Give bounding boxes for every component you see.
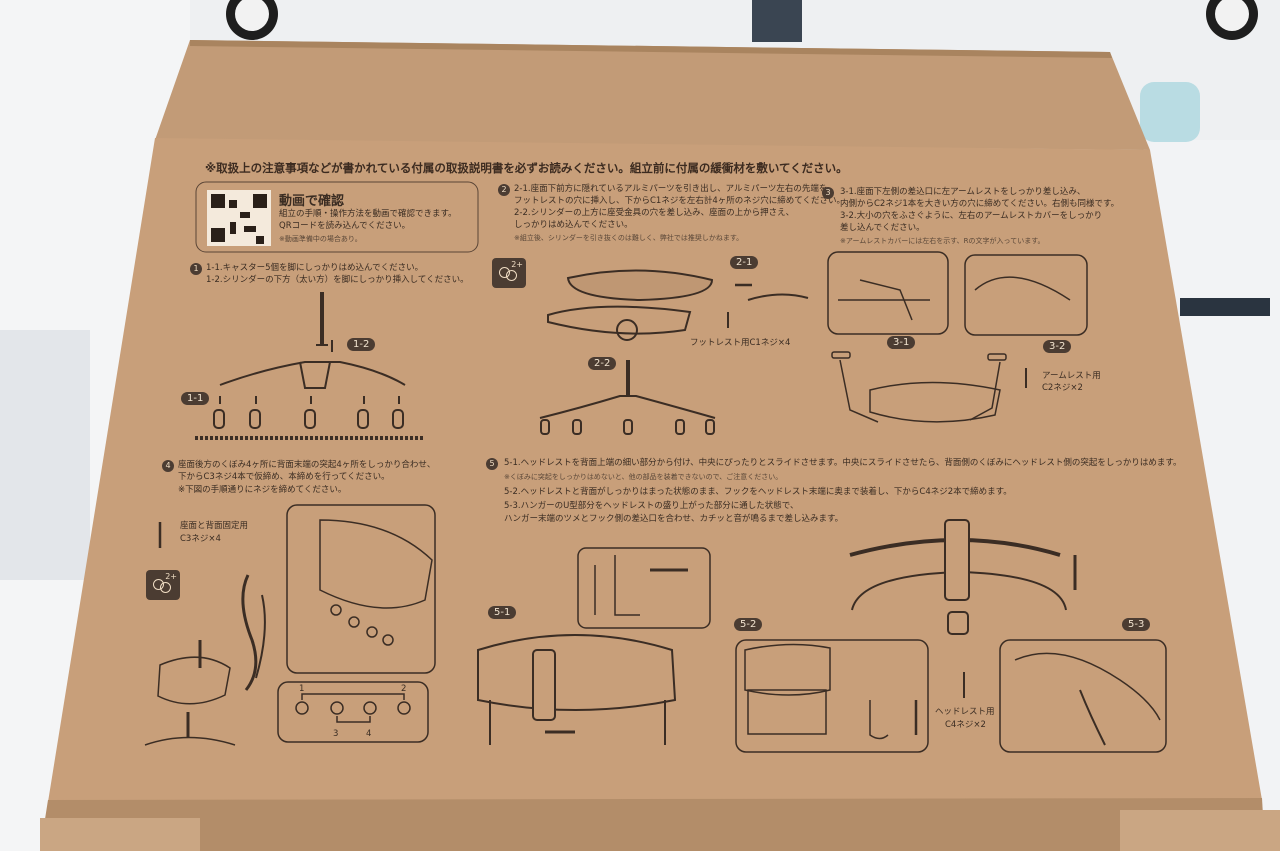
step5-line1: 5-1.ヘッドレストを背面上端の細い部分から付け、中央にぴったりとスライドさせま… [504, 458, 1182, 468]
step2-line3: 2-2.シリンダーの上方に座受金具の穴を差し込み、座面の上から押さえ、 [514, 208, 795, 218]
step3-number: 3 [822, 187, 834, 199]
step4-line1: 座面後方のくぼみ4ヶ所に背面末端の突起4ヶ所をしっかり合わせ、 [178, 460, 436, 470]
step5-line3: 5-2.ヘッドレストと背面がしっかりはまった状態のまま、フックをヘッドレスト末端… [504, 487, 1012, 497]
step3-badge-b: 3-2 [1043, 340, 1072, 353]
step4-line2: 下からC3ネジ4本で仮締め、本締めを行ってください。 [178, 472, 390, 482]
screw-order-1: 1 [299, 684, 305, 694]
desk-panel [1180, 298, 1270, 316]
screw-order-4: 4 [366, 729, 372, 739]
step2-note: ※組立後、シリンダーを引き抜くのは難しく、弊社では推奨しかねます。 [514, 234, 744, 242]
step4-number: 4 [162, 460, 174, 472]
video-line1: 組立の手順・操作方法を動画で確認できます。 [279, 209, 457, 219]
step5-line5: ハンガー末端のツメとフック側の差込口を合わせ、カチッと音が鳴るまで差し込みます。 [504, 514, 844, 524]
step2-line1: 2-1.座面下前方に隠れているアルミパーツを引き出し、アルミパーツ左右の先端を [514, 184, 828, 194]
step5-screw-line1: ヘッドレスト用 [935, 707, 995, 717]
glass-jar [1140, 82, 1200, 142]
warning-text: ※取扱上の注意事項などが書かれている付属の取扱説明書を必ずお読みください。組立前… [205, 161, 848, 175]
step1-badge-b: 1-2 [347, 338, 376, 351]
step5-badge-a: 5-1 [488, 606, 517, 619]
step1-number: 1 [190, 263, 202, 275]
headrest-illustration [477, 519, 1167, 753]
step4-screw-line2: C3ネジ×4 [180, 534, 221, 544]
step3-line1: 3-1.座面下左側の差込口に左アームレストをしっかり差し込み、 [840, 187, 1086, 197]
box-top-flap [155, 40, 1150, 150]
step3-screw-line1: アームレスト用 [1042, 371, 1101, 381]
screw-order-3: 3 [333, 729, 339, 739]
box-lower-edge [40, 798, 1265, 851]
step2-line4: しっかりはめ込んでください。 [514, 220, 633, 230]
video-panel-frame [195, 181, 479, 253]
step4-line3: ※下図の手順通りにネジを締めてください。 [178, 485, 347, 495]
step5-badge-b: 5-2 [734, 618, 763, 631]
step4-screw-line1: 座面と背面固定用 [180, 521, 249, 531]
step2-badge-b: 2-2 [588, 357, 617, 370]
step5-badge-c: 5-3 [1122, 618, 1151, 631]
step3-line3: 3-2.大小の穴をふさぐように、左右のアームレストカバーをしっかり [840, 211, 1103, 221]
step2-badge-a: 2-1 [730, 256, 759, 269]
step5-line2: ※くぼみに突起をしっかりはめないと、他の部品を装着できないので、ご注意ください。 [504, 473, 783, 481]
step3-badge-a: 3-1 [887, 336, 916, 349]
two-person-icon-2: 2+ [146, 570, 180, 600]
base-illustration [195, 292, 425, 440]
video-note: ※動画準備中の場合あり。 [279, 235, 362, 243]
armrest-illustration [827, 251, 1088, 423]
monitor-stand [752, 0, 802, 42]
two-person-icon: 2+ [492, 258, 526, 288]
video-line2: QRコードを読み込んでください。 [279, 221, 411, 231]
back-illustration [144, 504, 436, 746]
step3-line4: 差し込んでください。 [840, 223, 925, 233]
seat-footrest-illustration [539, 269, 809, 435]
step2-line2: フットレストの穴に挿入し、下からC1ネジを左右計4ヶ所のネジ穴に締めてください。 [514, 196, 845, 206]
step5-screw-line2: C4ネジ×2 [945, 720, 986, 730]
step5-line4: 5-3.ハンガーのU型部分をヘッドレストの盛り上がった部分に通した状態で、 [504, 501, 799, 511]
step3-line2: 内側からC2ネジ1本を大きい方の穴に締めてください。右側も同様です。 [840, 199, 1120, 209]
screw-order-2: 2 [401, 684, 407, 694]
step1-line1: 1-1.キャスター5個を脚にしっかりはめ込んでください。 [206, 263, 424, 273]
step1-line2: 1-2.シリンダーの下方（太い方）を脚にしっかり挿入してください。 [206, 275, 469, 285]
video-title: 動画で確認 [279, 194, 345, 209]
step3-note: ※アームレストカバーには左右を示す、Rの文字が入っています。 [840, 237, 1045, 245]
step3-screw-line2: C2ネジ×2 [1042, 383, 1083, 393]
step2-number: 2 [498, 184, 510, 196]
step5-number: 5 [486, 458, 498, 470]
left-cabinet [0, 330, 90, 580]
step1-badge-a: 1-1 [181, 392, 210, 405]
step2-screw-label: フットレスト用C1ネジ×4 [690, 338, 791, 348]
box-front-panel [48, 138, 1262, 802]
